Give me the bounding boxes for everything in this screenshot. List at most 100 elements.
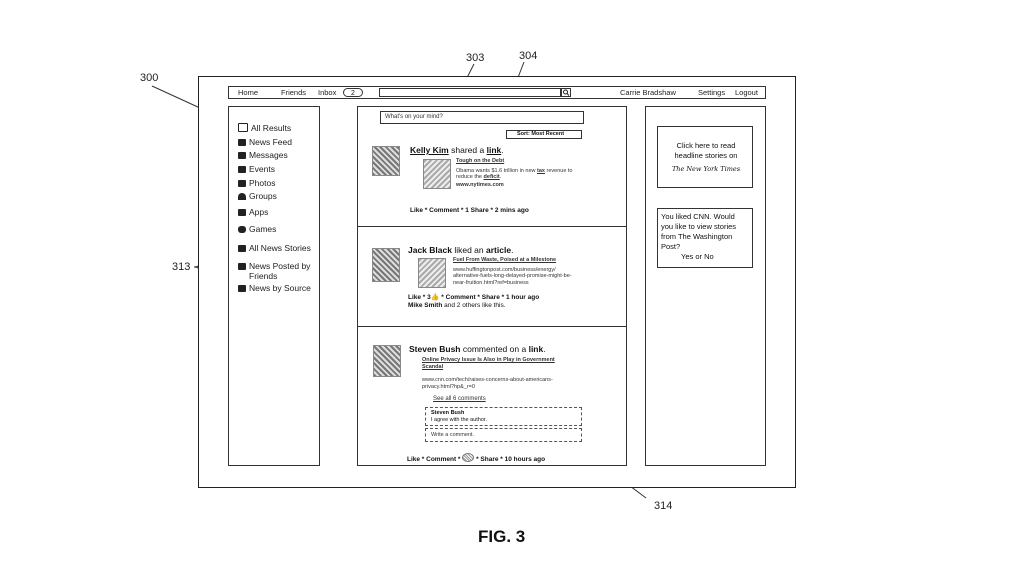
nav-inbox[interactable]: Inbox xyxy=(318,88,337,97)
story1-keyword-tax[interactable]: tax xyxy=(537,167,545,174)
sidebar-item-events[interactable]: Events xyxy=(238,164,275,174)
suggestion-box: You liked CNN. Would you like to view st… xyxy=(657,208,753,268)
apps-icon xyxy=(238,209,246,216)
link-thumbnail[interactable] xyxy=(418,258,446,288)
reaction-icon[interactable] xyxy=(462,453,475,462)
link-thumbnail[interactable] xyxy=(423,159,451,189)
sidebar-item-label: Events xyxy=(249,164,275,174)
story3-url-line: www.cnn.com/tech/raises-concerns-about-a… xyxy=(422,377,553,383)
story1-verb: shared a xyxy=(451,145,485,155)
story2-punct: . xyxy=(511,245,514,255)
yes-no-choice[interactable]: Yes or No xyxy=(681,252,714,261)
sidebar-item-label: All News Stories xyxy=(249,243,311,253)
news-icon xyxy=(238,263,246,270)
search-input[interactable] xyxy=(379,88,561,97)
story1-object-link[interactable]: link xyxy=(486,145,502,155)
search-button[interactable] xyxy=(561,88,571,97)
story1-source-url[interactable]: www.nytimes.com xyxy=(456,181,504,188)
ref-314: 314 xyxy=(654,500,673,512)
search-icon xyxy=(563,89,570,96)
story3-object-link[interactable]: link xyxy=(528,344,544,354)
news-feed-icon xyxy=(238,139,246,146)
sidebar-item-label: Friends xyxy=(249,271,278,281)
sidebar-item-label: Photos xyxy=(249,178,276,188)
sidebar-item-messages[interactable]: Messages xyxy=(238,150,288,160)
sidebar-item-photos[interactable]: Photos xyxy=(238,178,275,188)
write-comment-input[interactable]: Write a comment. xyxy=(425,428,582,442)
sidebar-item-all-news-stories[interactable]: All News Stories xyxy=(238,243,311,253)
comment-author[interactable]: Steven Bush xyxy=(431,410,465,416)
avatar[interactable] xyxy=(372,248,400,282)
story2-action-links[interactable]: * Comment * Share * 1 hour ago xyxy=(441,294,540,301)
story1-header: Kelly Kim shared a link. xyxy=(410,145,504,155)
promo-line: headline stories on xyxy=(674,151,738,160)
story2-link-preview: Fuel From Waste, Poised at a Milestone w… xyxy=(453,257,613,286)
sidebar-item-groups[interactable]: Groups xyxy=(238,191,277,201)
story-divider xyxy=(358,226,626,227)
story3-url-line: privacy.html?hp&_r=0 xyxy=(422,383,475,390)
status-placeholder: What's on your mind? xyxy=(385,114,443,120)
suggestion-line: Post? xyxy=(661,242,681,251)
story2-link-title[interactable]: Fuel From Waste, Poised at a Milestone xyxy=(453,257,557,263)
sidebar-item-all-results[interactable]: All Results xyxy=(238,123,291,133)
story1-author-link[interactable]: Kelly Kim xyxy=(410,145,449,155)
ref-300: 300 xyxy=(140,72,159,84)
story2-likes-summary: Mike Smith and 2 others like this. xyxy=(408,302,506,309)
story1-snippet-part: . xyxy=(499,174,502,180)
story3-link-title[interactable]: Scandal xyxy=(422,363,444,370)
story2-likes-rest: and 2 others like this. xyxy=(444,302,506,309)
calendar-icon xyxy=(238,166,246,173)
promo-line: Click here to read xyxy=(676,141,736,150)
nav-friends[interactable]: Friends xyxy=(281,88,307,97)
story1-snippet-part: revenue to xyxy=(546,167,573,174)
story1-keyword-deficit[interactable]: deficit xyxy=(483,174,500,180)
nav-settings[interactable]: Settings xyxy=(698,88,726,97)
search-icon xyxy=(238,123,248,132)
story1-snippet-part: Obama wants $1.6 trillion in new xyxy=(456,167,536,174)
story3-link-preview: Online Privacy Issue Is Also in Play in … xyxy=(422,357,602,370)
see-all-comments-link[interactable]: See all 6 comments xyxy=(433,396,486,402)
story3-author-link[interactable]: Steven Bush xyxy=(409,344,461,354)
sidebar-item-news-by-source[interactable]: News by Source xyxy=(238,283,311,293)
sidebar-item-apps[interactable]: Apps xyxy=(238,207,268,217)
comment-text: I agree with the author. xyxy=(431,417,487,423)
story1-snippet-part: reduce the xyxy=(456,174,482,180)
promo-box[interactable]: Click here to read headline stories on T… xyxy=(657,126,753,188)
story3-action-links[interactable]: Like * Comment * xyxy=(407,456,461,463)
story3-header: Steven Bush commented on a link. xyxy=(409,344,546,354)
current-user-name[interactable]: Carrie Bradshaw xyxy=(620,88,676,97)
story1-punct: . xyxy=(501,145,504,155)
story3-punct: . xyxy=(543,344,546,354)
story1-link-title[interactable]: Tough on the Debt xyxy=(456,158,505,164)
sidebar-item-games[interactable]: Games xyxy=(238,224,276,234)
news-icon xyxy=(238,245,246,252)
story2-like-count[interactable]: Like * 3 xyxy=(408,294,431,301)
story3-verb: commented on a xyxy=(462,344,527,354)
avatar[interactable] xyxy=(373,345,401,377)
story2-author-link[interactable]: Jack Black xyxy=(408,245,452,255)
news-icon xyxy=(238,285,246,292)
story2-url-line: near-fruition.html?ref=business xyxy=(453,279,529,286)
story2-object-link[interactable]: article xyxy=(486,245,512,255)
sidebar-item-news-feed[interactable]: News Feed xyxy=(238,137,292,147)
story3-share-time[interactable]: * Share * 10 hours ago xyxy=(476,456,546,463)
story3-url: www.cnn.com/tech/raises-concerns-about-a… xyxy=(422,377,602,390)
story3-actions: Like * Comment * * Share * 10 hours ago xyxy=(407,453,545,463)
story1-actions[interactable]: Like * Comment * 1 Share * 2 mins ago xyxy=(410,207,529,214)
story2-url-line: www.huffingtonpost.com/business/energy/ xyxy=(453,266,556,273)
avatar[interactable] xyxy=(372,146,400,176)
nav-logout[interactable]: Logout xyxy=(735,88,758,97)
story2-header: Jack Black liked an article. xyxy=(408,245,513,255)
leader-300 xyxy=(151,85,201,109)
sidebar-item-news-posted-by-friends[interactable]: News Posted by Friends xyxy=(238,261,310,281)
thumbs-up-icon: 👍 xyxy=(430,294,440,301)
story-divider xyxy=(358,326,626,327)
sidebar-item-label: All Results xyxy=(251,123,292,133)
story2-liker-link[interactable]: Mike Smith xyxy=(408,302,443,309)
envelope-icon xyxy=(238,152,246,159)
status-input[interactable]: What's on your mind? xyxy=(380,111,584,124)
sort-dropdown[interactable]: Sort: Most Recent xyxy=(506,130,582,139)
nav-home[interactable]: Home xyxy=(238,88,259,97)
suggestion-line: you like to view stories xyxy=(661,222,737,231)
story3-link-title[interactable]: Online Privacy Issue Is Also in Play in … xyxy=(422,357,555,363)
